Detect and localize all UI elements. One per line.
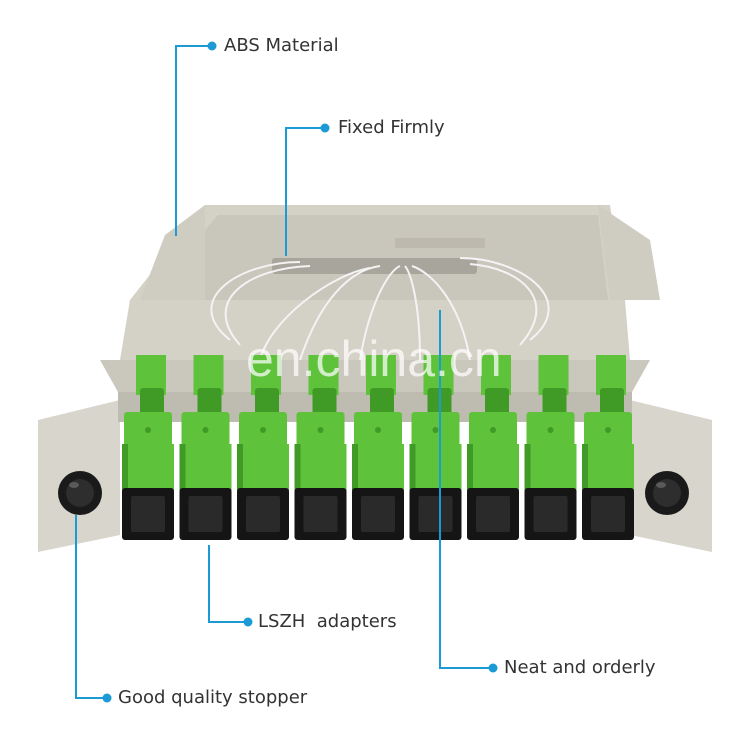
sc-adapter xyxy=(179,355,232,540)
callout-lines xyxy=(75,45,493,699)
callout-fixed-firmly: Fixed Firmly xyxy=(338,117,445,138)
callout-abs-material: ABS Material xyxy=(224,35,339,56)
callout-dots xyxy=(102,41,498,703)
left-stopper xyxy=(58,471,102,515)
sc-adapter xyxy=(294,355,347,540)
right-stopper xyxy=(645,471,689,515)
watermark: en.china.cn xyxy=(246,331,502,387)
sc-adapter xyxy=(582,355,634,540)
sc-adapter xyxy=(352,355,404,540)
sc-adapter xyxy=(122,355,174,540)
sc-adapter xyxy=(409,355,462,540)
sc-adapter xyxy=(237,355,289,540)
sc-adapter-row xyxy=(122,355,634,540)
splitter-box xyxy=(120,205,660,360)
callout-good-quality-stopper: Good quality stopper xyxy=(118,687,308,708)
callout-neat-and-orderly: Neat and orderly xyxy=(504,657,656,678)
callout-lszh-adapters: LSZH adapters xyxy=(258,611,397,632)
fiber-bundle xyxy=(210,257,550,361)
sc-adapter xyxy=(524,355,577,540)
sc-adapter xyxy=(467,355,519,540)
